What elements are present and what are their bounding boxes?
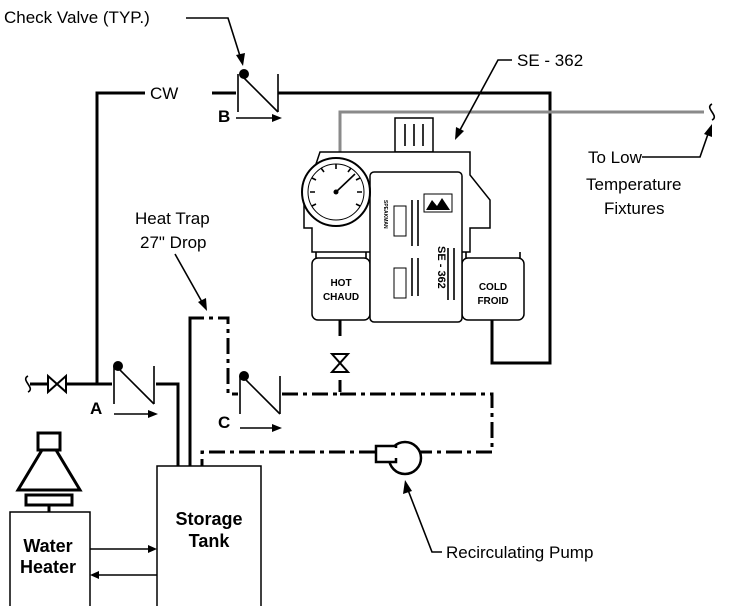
heater-tank-flow-arrows [90,545,157,579]
recirc-pump-leader [403,480,442,553]
hot-label-fr: CHAUD [323,292,359,303]
storage-tank-label-2: Tank [189,531,231,551]
check-valve-a [113,361,158,418]
heat-trap-label-1: Heat Trap [135,209,210,228]
flow-arrow-a [148,410,158,418]
hot-supply-pipe [282,380,342,396]
point-b-label: B [218,107,230,126]
model-leader [455,59,512,140]
speakman-logo-icon [423,193,453,213]
hot-label: HOT [330,278,351,289]
storage-tank-label-1: Storage [175,509,242,529]
flue-hood-icon [15,431,83,512]
water-heater-label-1: Water [23,536,72,556]
check-valve-b [236,69,282,122]
pipe-break-right-icon [708,103,716,121]
cold-water-line [30,91,552,466]
recirculating-pump-icon [374,440,423,476]
recirc-pump-label: Recirculating Pump [446,543,593,562]
to-low-temp-label-3: Fixtures [604,199,664,218]
pipe-break-left-icon [24,375,32,393]
to-low-temp-label-1: To Low [588,148,643,167]
heat-trap-pipe [188,316,238,396]
water-heater-label-2: Heater [20,557,76,577]
hot-shutoff-valve-icon [329,353,351,373]
storage-tank: Storage Tank [156,465,262,611]
to-low-temp-leader [642,124,712,158]
cold-label: COLD [479,282,507,293]
brand-plate-text: SPEAKMAN [382,200,388,229]
flow-arrow-b [272,114,282,122]
heat-trap-leader [174,253,207,311]
cold-label-fr: FROID [477,296,508,307]
shutoff-valve-icon [47,373,67,395]
recirc-return-pipe [340,392,494,454]
point-c-label: C [218,413,230,432]
check-valve-leader [186,17,245,66]
check-valve-label: Check Valve (TYP.) [4,8,150,27]
point-a-label: A [90,399,102,418]
cold-supply-to-valve [278,91,552,365]
flow-arrow-c [272,424,282,432]
water-heater: Water Heater [9,431,91,611]
pump-to-tank-pipe [200,450,375,466]
mixing-valve-se362: SPEAKMAN SE - 362 HOT CHAUD COLD FROID [301,117,525,323]
hot-inlet-housing [311,257,371,321]
model-label: SE - 362 [517,51,583,70]
check-valve-c [239,371,282,432]
heat-trap-label-2: 27" Drop [140,233,207,252]
tempered-outlet-pipe [338,110,704,152]
cw-label: CW [150,84,178,103]
plate-model-text: SE - 362 [435,246,447,289]
temperature-gauge-icon [301,157,371,227]
to-low-temp-label-2: Temperature [586,175,681,194]
hot-water-lines [188,316,494,466]
